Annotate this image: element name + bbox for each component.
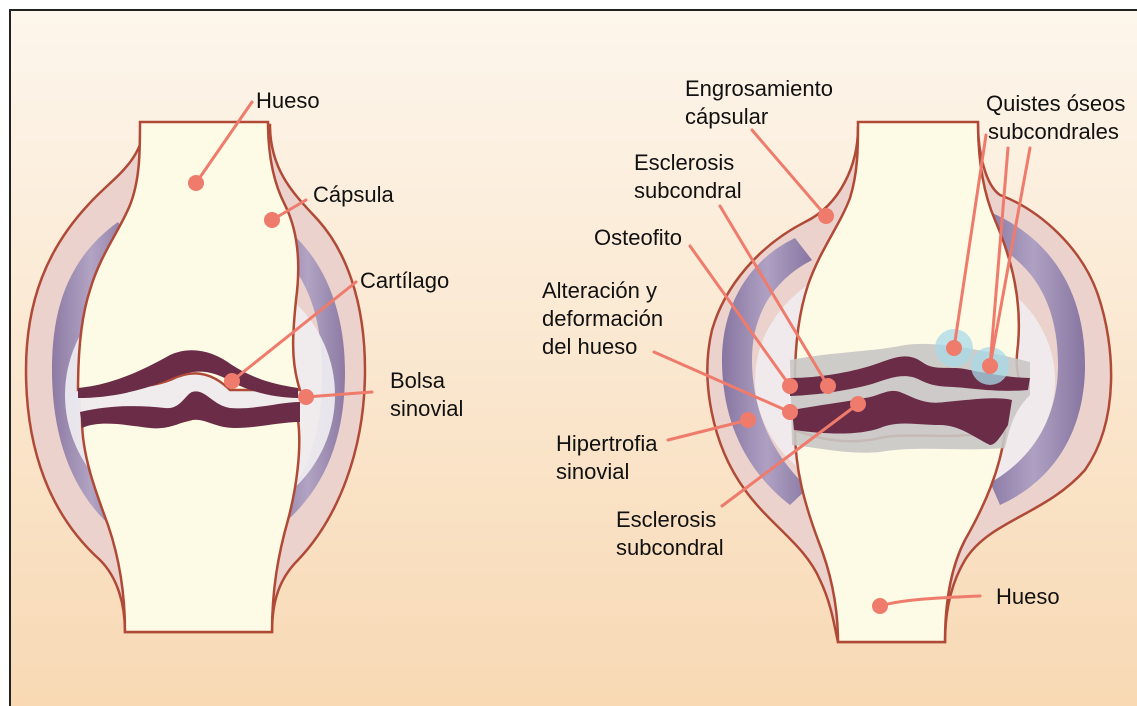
label-cysts-2: subcondrales bbox=[988, 119, 1119, 144]
marker-sclerosis-top bbox=[820, 378, 836, 394]
label-deformation-2: deformación bbox=[542, 306, 663, 331]
marker-normal-cartilage bbox=[224, 373, 240, 389]
label-cysts-1: Quistes óseos bbox=[986, 91, 1125, 116]
label-normal-bone: Hueso bbox=[256, 88, 320, 113]
label-arthritic-bone: Hueso bbox=[996, 584, 1060, 609]
marker-cyst-2 bbox=[982, 358, 998, 374]
label-sclerosis-bottom-1: Esclerosis bbox=[616, 507, 716, 532]
marker-osteophyte bbox=[782, 378, 798, 394]
label-deformation-1: Alteración y bbox=[542, 278, 657, 303]
label-hypertrophy-1: Hipertrofia bbox=[556, 431, 658, 456]
label-sclerosis-top-2: subcondral bbox=[634, 178, 742, 203]
label-osteophyte: Osteofito bbox=[594, 225, 682, 250]
label-normal-capsule: Cápsula bbox=[313, 182, 394, 207]
marker-deformation bbox=[782, 404, 798, 420]
label-sclerosis-bottom-2: subcondral bbox=[616, 535, 724, 560]
label-capsular-thickening-2: cápsular bbox=[685, 104, 768, 129]
label-normal-synovial-1: Bolsa bbox=[390, 368, 446, 393]
marker-hypertrophy bbox=[740, 412, 756, 428]
marker-normal-bone bbox=[188, 175, 204, 191]
marker-normal-capsule bbox=[264, 212, 280, 228]
label-capsular-thickening-1: Engrosamiento bbox=[685, 76, 833, 101]
label-sclerosis-top-1: Esclerosis bbox=[634, 150, 734, 175]
marker-normal-synovial bbox=[298, 389, 314, 405]
label-normal-cartilage: Cartílago bbox=[360, 268, 449, 293]
label-hypertrophy-2: sinovial bbox=[556, 459, 629, 484]
marker-arthritic-bone bbox=[872, 598, 888, 614]
marker-cyst-1 bbox=[946, 340, 962, 356]
label-deformation-3: del hueso bbox=[542, 334, 637, 359]
marker-sclerosis-bottom bbox=[850, 396, 866, 412]
marker-capsular-thickening bbox=[818, 208, 834, 224]
label-normal-synovial-2: sinovial bbox=[390, 396, 463, 421]
